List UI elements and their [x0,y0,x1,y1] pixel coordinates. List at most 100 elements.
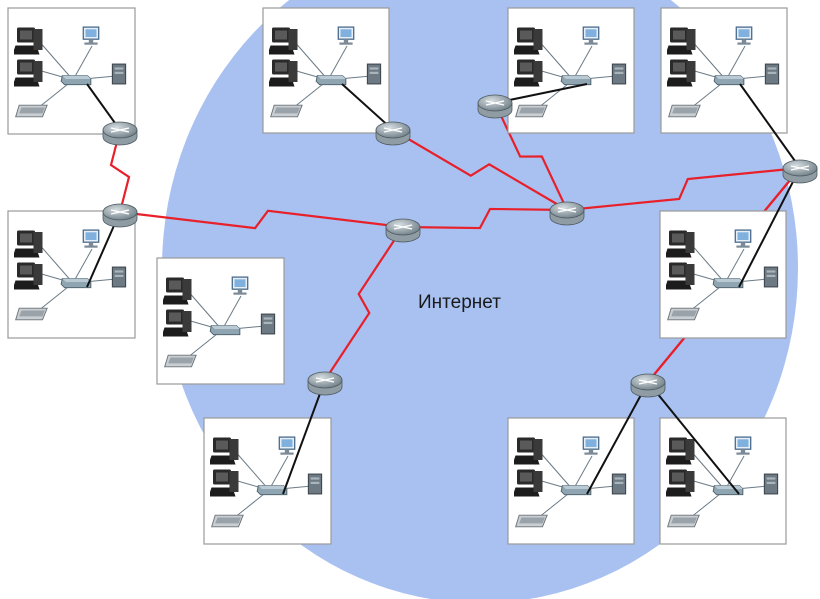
lan-cable [186,289,223,331]
switch-icon [209,324,241,336]
wan-link-r1-r2 [109,129,131,213]
workstation-icon [163,277,192,305]
router-icon [782,159,818,184]
server-icon [611,63,627,85]
wan-link-r2-r3 [119,209,404,230]
server-icon [763,473,779,495]
ip-phone-icon [211,514,244,528]
workstation-icon [163,309,192,337]
server-icon [764,63,780,85]
lan-segments [7,7,801,545]
workstation-icon [14,27,43,55]
workstation-icon [666,469,695,497]
workstation-icon [514,437,543,465]
lan-uplink [739,83,801,169]
switch-icon [315,74,347,86]
lan-cable [221,295,242,331]
ip-phone-icon [667,514,700,528]
lan-cable [725,45,746,81]
lan-cable [689,449,726,491]
server-icon [763,266,779,288]
workstation-icon [514,59,543,87]
workstation-icon [269,27,298,55]
lan-uplink [341,83,394,131]
lan-cable [292,39,329,81]
router-icon [375,121,411,146]
lan-cable [233,449,270,491]
workstation-icon [14,230,43,258]
lan-segment [507,381,649,545]
workstation-icon [14,59,43,87]
workstation-icon [269,59,298,87]
lan-uplink [586,381,649,495]
ip-phone-icon [270,104,303,118]
lan-cable [268,455,289,491]
lan-segment [7,7,136,135]
lan-cable [572,45,593,81]
lan-cable [724,455,745,491]
switch-icon [713,74,745,86]
server-icon [366,63,382,85]
lan-cable [72,45,93,81]
router-icon [102,203,138,228]
ip-phone-icon [515,514,548,528]
wan-link-r5-r6 [392,129,568,211]
lan-cable [37,39,74,81]
server-icon [111,63,127,85]
server-icon [260,313,276,335]
ip-phone-icon [515,104,548,118]
ip-phone-icon [667,307,700,321]
workstation-icon [666,262,695,290]
lan-segment [156,257,285,385]
workstation-icon [666,437,695,465]
router-icon [549,201,585,226]
workstation-icon [514,469,543,497]
server-icon [611,473,627,495]
workstation-icon [514,27,543,55]
workstation-icon [667,27,696,55]
router-icon [385,218,421,243]
switch-icon [60,74,92,86]
workstation-icon [14,262,43,290]
router-icon [102,121,138,146]
router-icon [630,373,666,398]
workstation-icon [667,59,696,87]
ip-phone-icon [668,104,701,118]
lan-cable [537,39,574,81]
lan-segment [262,7,394,134]
lan-cable [690,39,727,81]
server-icon [111,266,127,288]
wan-link-r5-r8 [566,166,801,212]
lan-cable [689,242,726,284]
ip-phone-icon [15,307,48,321]
lan-cable [537,449,574,491]
lan-cable [37,242,74,284]
workstation-icon [210,469,239,497]
routers [102,94,818,398]
router-icon [477,94,513,119]
lan-cable [572,455,593,491]
lan-uplink [738,167,801,288]
workstation-icon [210,437,239,465]
lan-segment [660,7,801,169]
lan-segment [203,379,332,545]
lan-uplink [282,379,326,495]
lan-segment [647,381,787,545]
wan-link-r3-r4 [324,226,404,381]
lan-segment [494,7,635,134]
ip-phone-icon [15,104,48,118]
internet-label: Интернет [418,292,501,313]
router-icon [307,371,343,396]
workstation-icon [666,230,695,258]
lan-cable [724,248,745,284]
lan-segment [659,167,801,339]
lan-cable [72,248,93,284]
ip-phone-icon [164,354,197,368]
lan-segment [7,210,136,339]
lan-uplink [647,381,740,495]
wan-link-r3-r5 [402,207,568,230]
server-icon [307,473,323,495]
lan-cable [327,45,348,81]
